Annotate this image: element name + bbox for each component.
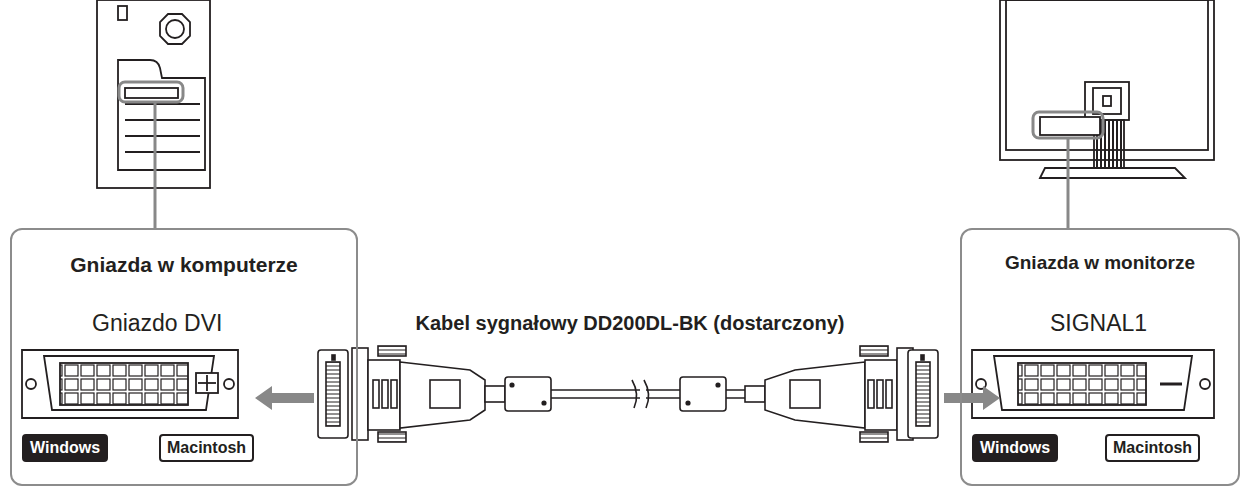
os-badge: Windows (972, 434, 1058, 462)
panel-heading: Gniazda w monitorze (1002, 250, 1198, 276)
os-badge: Macintosh (1105, 434, 1200, 462)
dvi-cable (318, 346, 938, 442)
os-badge: Macintosh (159, 434, 254, 462)
dvi-socket (972, 350, 1214, 418)
socket-name: Gniazdo DVI (92, 310, 222, 337)
os-badge: Windows (22, 434, 108, 462)
os-label: Windows (30, 439, 100, 457)
os-label: Windows (980, 439, 1050, 457)
monitor-back (1000, 0, 1214, 228)
socket-panel: Gniazda w monitorzeSIGNAL1Windows Macinto… (960, 228, 1240, 486)
os-label: Macintosh (167, 439, 246, 457)
dvi-socket (22, 350, 238, 418)
insert-arrow (255, 386, 314, 410)
insert-arrow (944, 386, 1000, 410)
socket-name: SIGNAL1 (1050, 310, 1147, 337)
computer-tower (97, 0, 210, 228)
panel-heading: Gniazda w komputerze (52, 250, 316, 280)
cable-label: Kabel sygnałowy DD200DL-BK (dostarczony) (413, 312, 848, 335)
socket-panel: Gniazda w komputerzeGniazdo DVI Windows Ma… (10, 228, 358, 486)
os-label: Macintosh (1113, 439, 1192, 457)
